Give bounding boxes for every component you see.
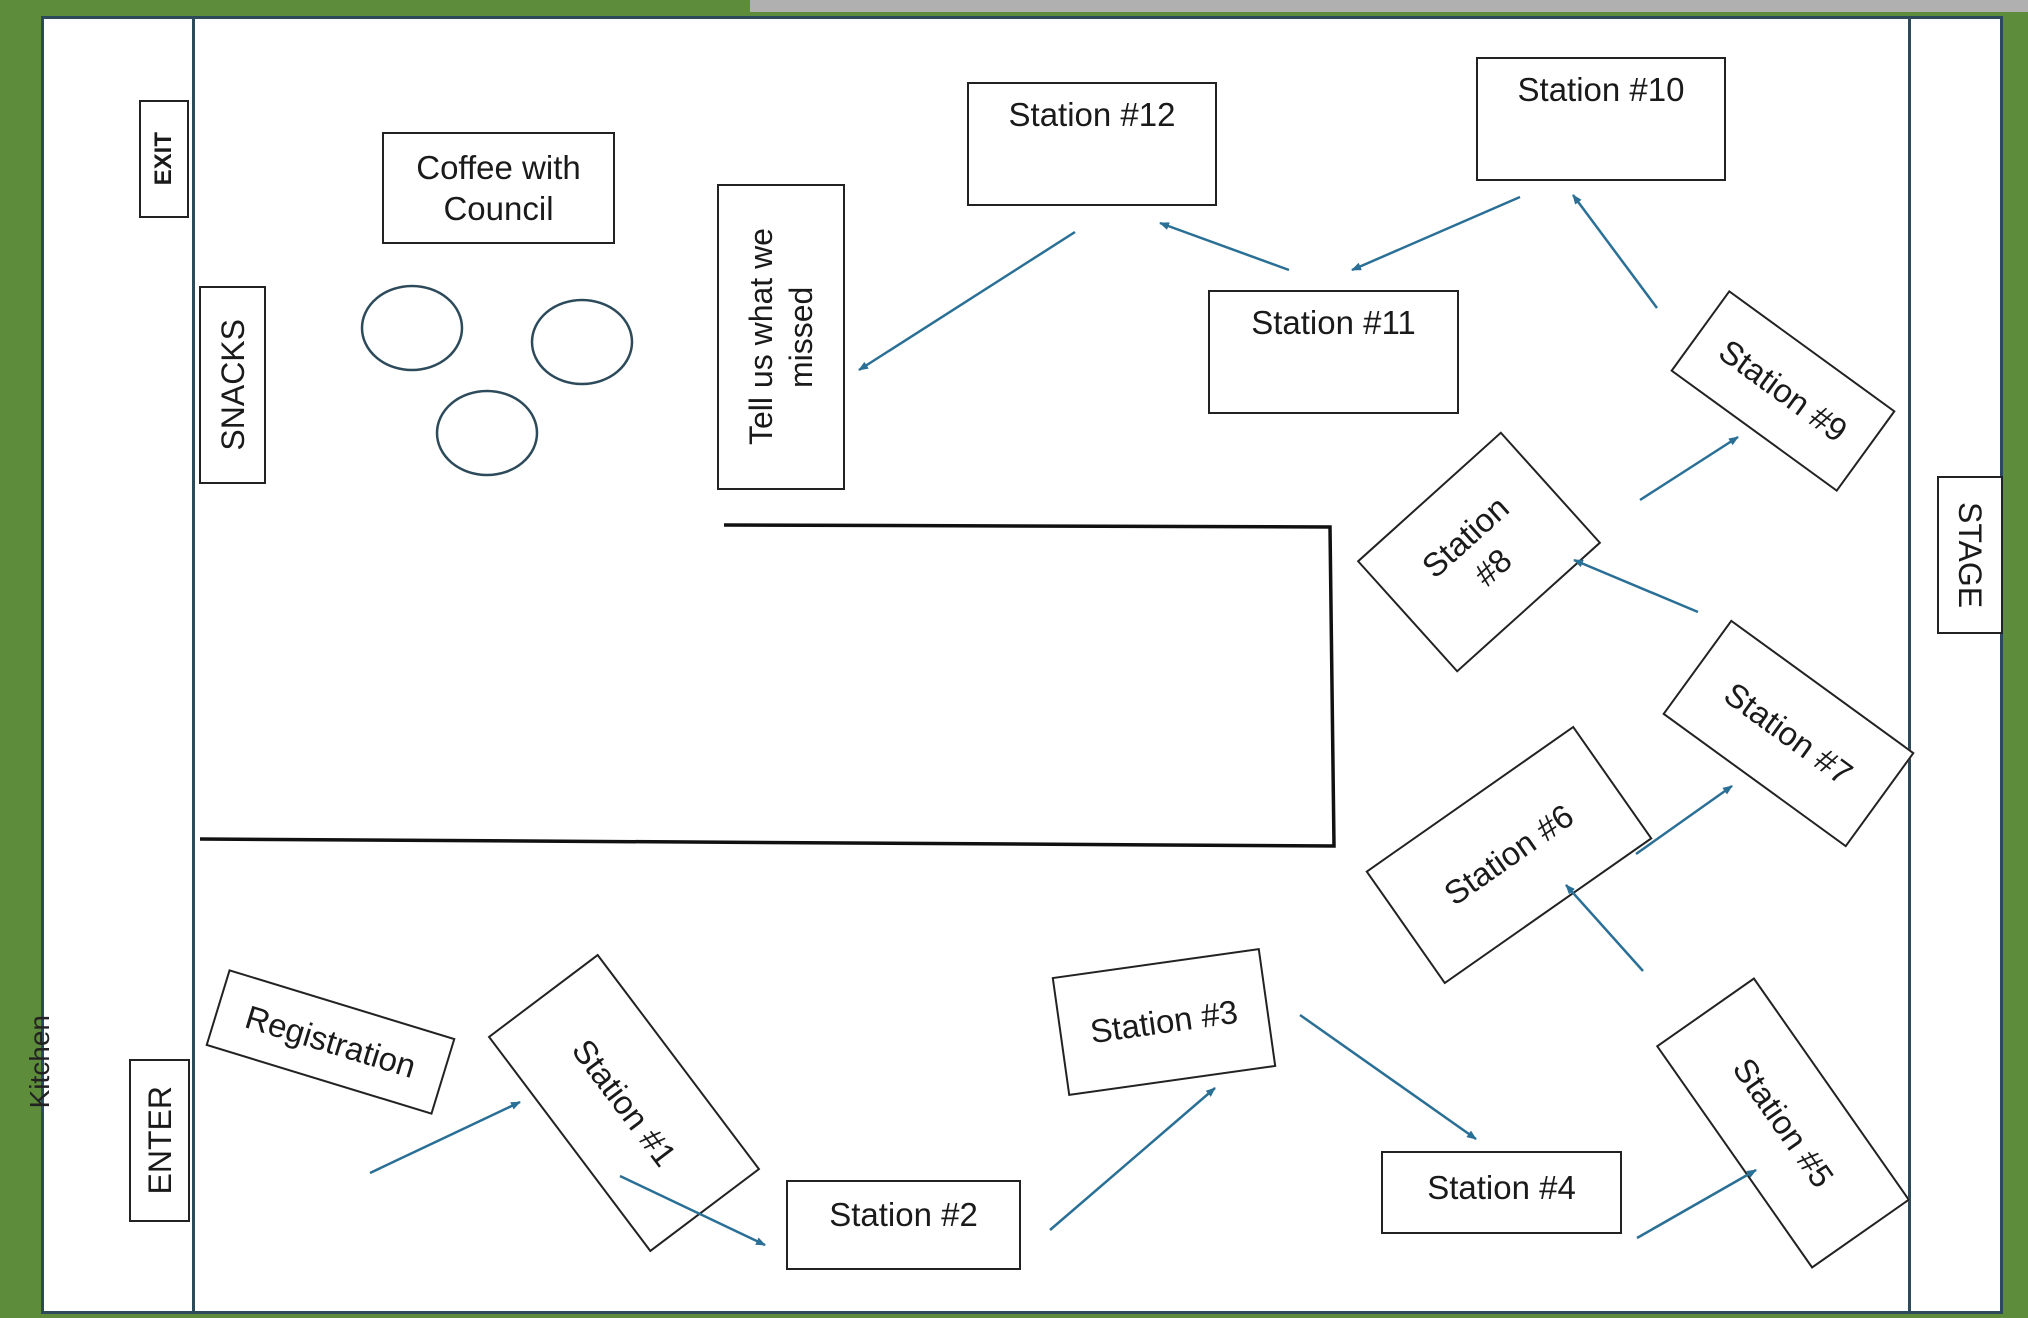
stage-sign: STAGE	[1937, 476, 2003, 634]
arrow-station6-to-station7	[1635, 784, 1733, 856]
station-12-label: Station #12	[1008, 96, 1176, 133]
round-table	[360, 284, 464, 372]
right-wall-strip	[1908, 16, 2003, 1314]
station-4-label: Station #4	[1427, 1169, 1576, 1206]
arrow-station7-to-station8	[1573, 558, 1699, 614]
station-10-box: Station #10	[1476, 57, 1726, 181]
arrow-station9-to-station10	[1571, 194, 1659, 309]
background-band	[750, 0, 2028, 12]
partition-wall	[199, 523, 1336, 848]
snacks-table: SNACKS	[199, 286, 266, 484]
round-table	[435, 389, 539, 477]
station-2-label: Station #2	[829, 1196, 978, 1233]
exit-sign: EXIT	[139, 100, 189, 218]
coffee-label: Coffee with Council	[416, 148, 581, 227]
round-table	[530, 298, 634, 386]
arrow-station10-to-station11	[1351, 195, 1521, 272]
arrow-station2-to-station3	[1049, 1087, 1216, 1231]
tell-us-box: Tell us what we missed	[717, 184, 845, 490]
station-4-box: Station #4	[1381, 1151, 1622, 1234]
arrow-station5-to-station6	[1565, 884, 1644, 972]
arrow-registration-to-station1	[369, 1100, 521, 1175]
arrow-station8-to-station9	[1639, 435, 1739, 502]
arrow-station4-to-station5	[1636, 1168, 1757, 1240]
arrow-station1-to-station2	[619, 1174, 766, 1247]
arrow-station12-to-tell-us	[858, 230, 1076, 372]
stage-label: STAGE	[1952, 501, 1988, 609]
arrow-station11-to-station12	[1159, 221, 1290, 272]
station-12-box: Station #12	[967, 82, 1217, 206]
station-11-box: Station #11	[1208, 290, 1459, 414]
station-2-box: Station #2	[786, 1180, 1021, 1270]
station-10-label: Station #10	[1517, 71, 1685, 108]
arrow-station3-to-station4	[1299, 1013, 1477, 1141]
enter-sign: ENTER	[129, 1059, 190, 1222]
coffee-with-council-box: Coffee with Council	[382, 132, 615, 244]
station-11-label: Station #11	[1251, 304, 1416, 341]
